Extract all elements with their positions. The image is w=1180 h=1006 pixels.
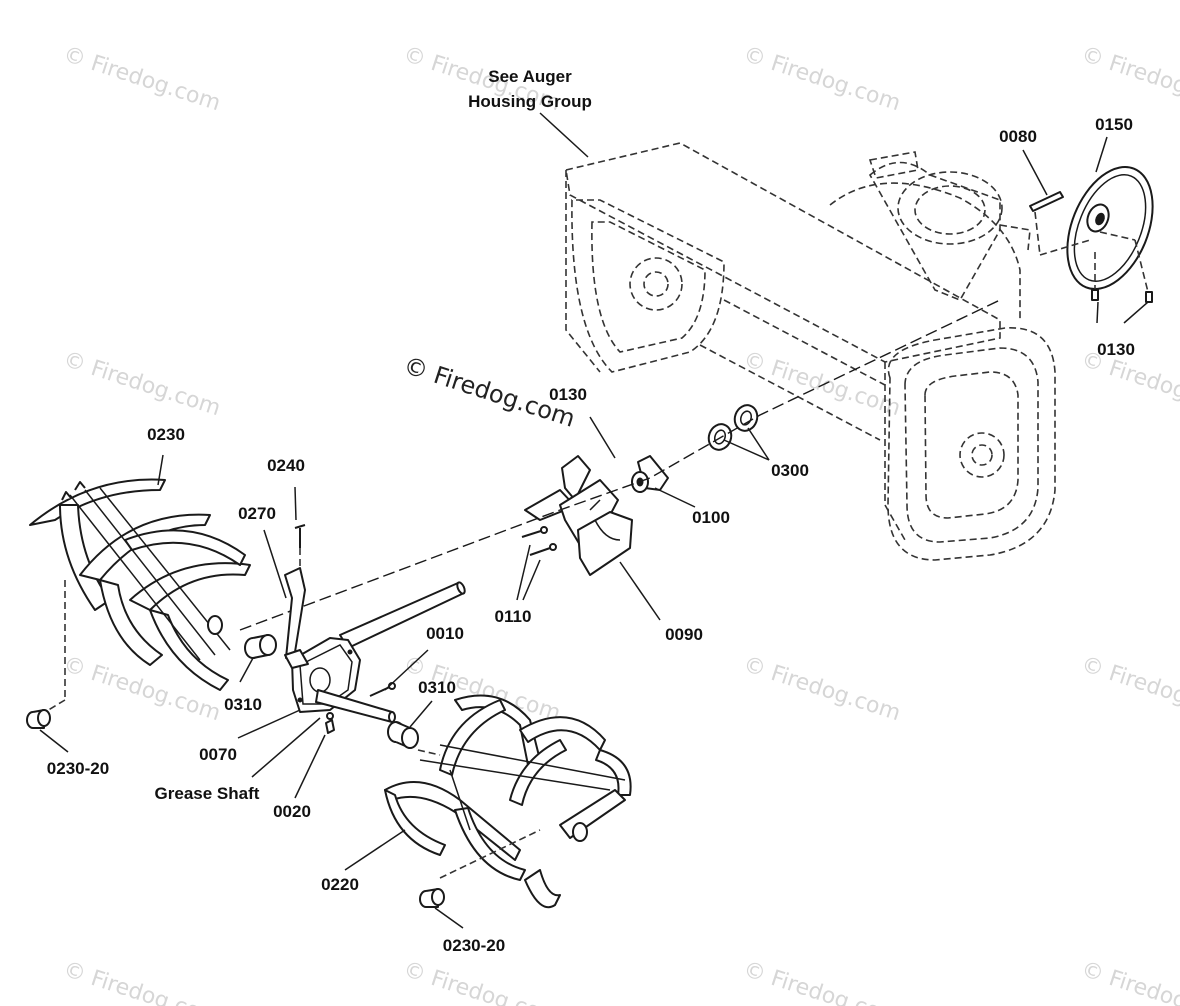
watermark-5: © Firedog.com bbox=[60, 347, 223, 421]
bearing-0100 bbox=[631, 455, 669, 493]
auger-0220-phantom-link bbox=[417, 749, 541, 879]
pulley-phantom-links bbox=[1034, 211, 1153, 303]
spacer-0310-left bbox=[244, 634, 277, 659]
bolt-0240 bbox=[294, 524, 306, 570]
label-0010: 0010 bbox=[426, 624, 464, 643]
pulley-0150 bbox=[1066, 165, 1154, 291]
grease-fitting-0020 bbox=[325, 712, 335, 734]
auger-0230 bbox=[29, 478, 251, 691]
watermark-15: © Firedog.com bbox=[1078, 957, 1180, 1006]
label-0020: 0020 bbox=[273, 802, 311, 821]
label-0080: 0080 bbox=[999, 127, 1037, 146]
key-0080 bbox=[1029, 191, 1064, 212]
label-0230: 0230 bbox=[147, 425, 185, 444]
label-0240: 0240 bbox=[267, 456, 305, 475]
grease-lever-0270 bbox=[284, 567, 309, 669]
label-see-auger-line1: See Auger bbox=[488, 67, 572, 86]
auger-0220 bbox=[384, 694, 632, 909]
label-0270: 0270 bbox=[238, 504, 276, 523]
bearing-0230-20-left bbox=[26, 709, 51, 729]
watermark-13: © Firedog.com bbox=[400, 957, 563, 1006]
label-0300: 0300 bbox=[771, 461, 809, 480]
label-see-auger-line2: Housing Group bbox=[468, 92, 592, 111]
label-0090: 0090 bbox=[665, 625, 703, 644]
gearbox-0070 bbox=[291, 637, 396, 723]
impeller-0090 bbox=[524, 455, 633, 576]
auger-0230-phantom-link bbox=[44, 580, 66, 713]
label-0110: 0110 bbox=[495, 607, 532, 626]
watermark-11: © Firedog.com bbox=[1078, 652, 1180, 726]
watermark-3: © Firedog.com bbox=[740, 42, 903, 116]
bolts-0110 bbox=[521, 526, 557, 556]
watermark-12: © Firedog.com bbox=[60, 957, 223, 1006]
spacer-0310-right bbox=[387, 721, 419, 749]
leader-lines bbox=[39, 112, 1149, 929]
label-grease-shaft: Grease Shaft bbox=[155, 784, 260, 803]
label-0230-20-left: 0230-20 bbox=[47, 759, 109, 778]
auger-housing-phantom bbox=[565, 142, 1056, 561]
label-0310-right: 0310 bbox=[418, 678, 456, 697]
label-0230-20-bottom: 0230-20 bbox=[443, 936, 505, 955]
label-0100: 0100 bbox=[692, 508, 730, 527]
label-0220: 0220 bbox=[321, 875, 359, 894]
watermark-4: © Firedog.com bbox=[1078, 42, 1180, 116]
watermark-10: © Firedog.com bbox=[740, 652, 903, 726]
label-0150: 0150 bbox=[1095, 115, 1133, 134]
washers-0300 bbox=[707, 404, 759, 451]
label-0130-center: 0130 bbox=[549, 385, 587, 404]
label-0070: 0070 bbox=[199, 745, 237, 764]
part-labels: See Auger Housing Group 0080 0150 0130 0… bbox=[47, 67, 1135, 955]
shaft-centerline bbox=[239, 299, 1001, 631]
bearing-0230-20-bottom bbox=[419, 888, 445, 908]
label-0310-left: 0310 bbox=[224, 695, 262, 714]
watermark-1: © Firedog.com bbox=[60, 42, 223, 116]
watermark-14: © Firedog.com bbox=[740, 957, 903, 1006]
label-0130-right: 0130 bbox=[1097, 340, 1135, 359]
